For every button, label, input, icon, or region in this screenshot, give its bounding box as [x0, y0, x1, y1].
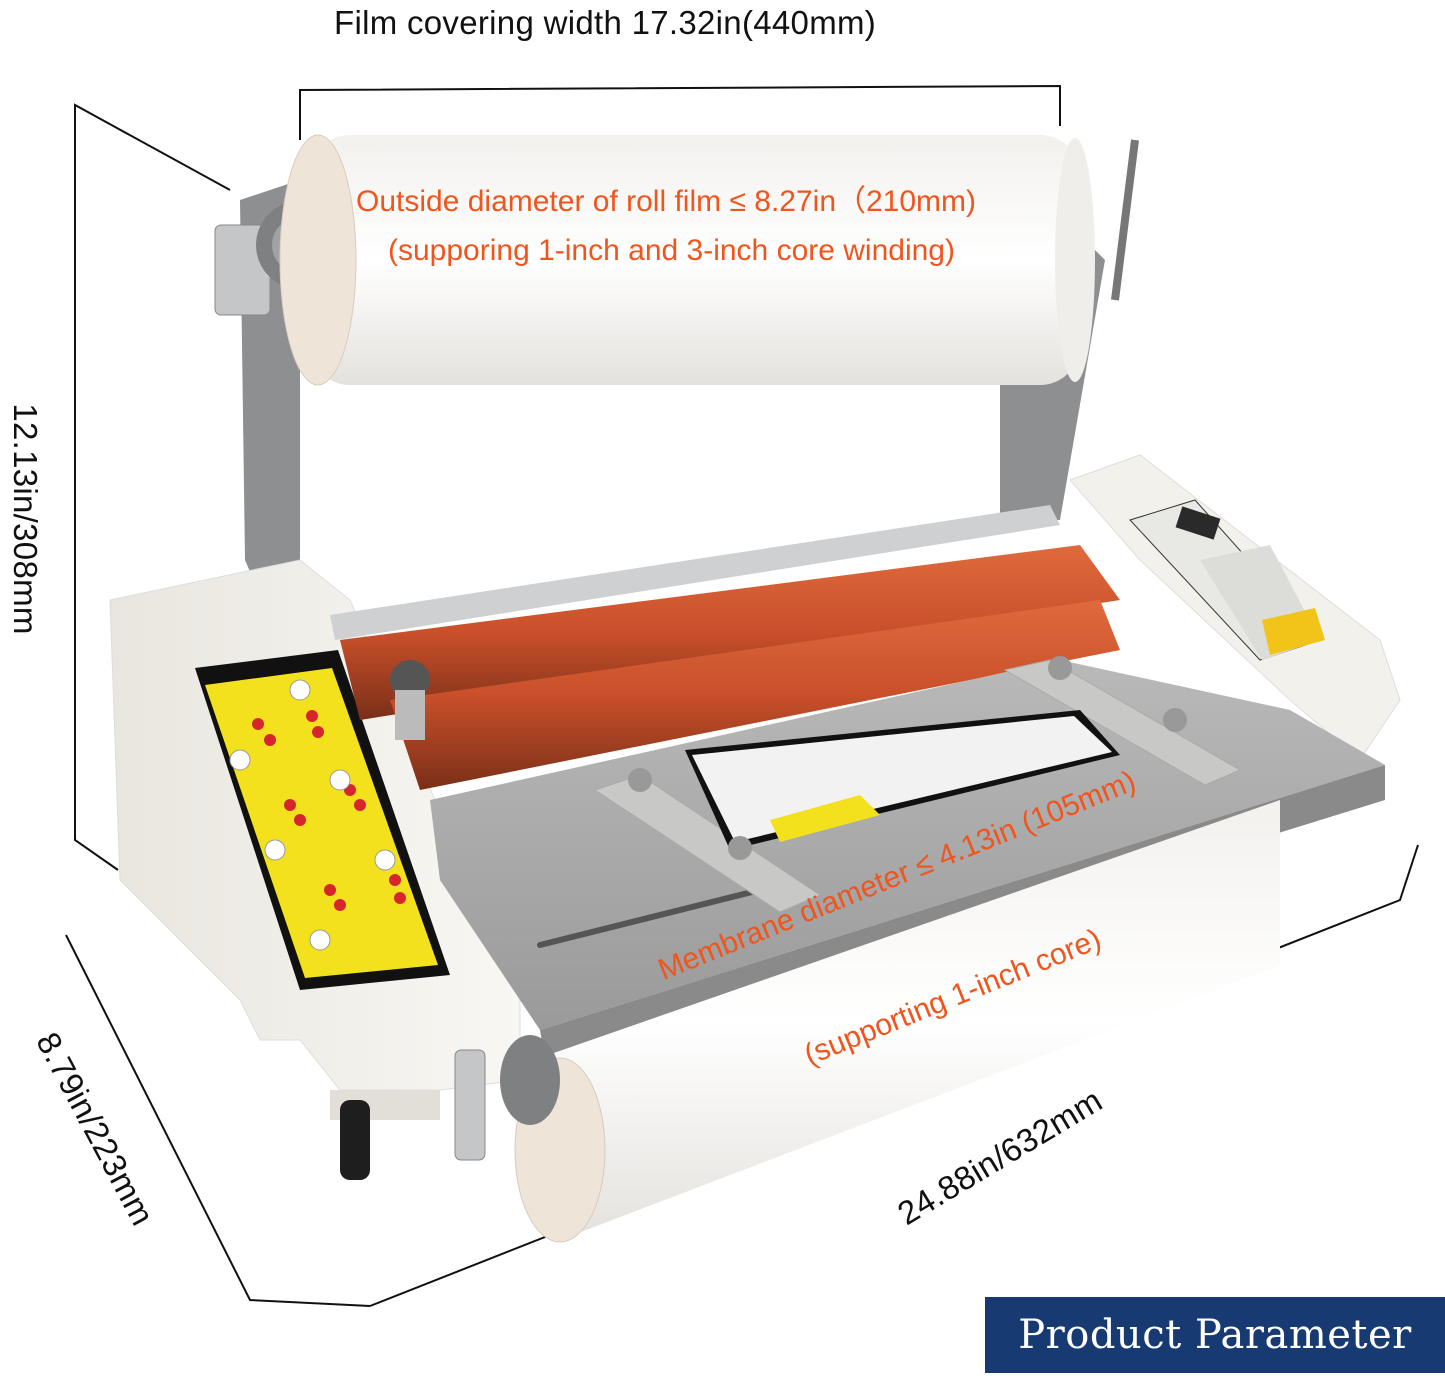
depth-dimension-line	[65, 934, 371, 1307]
film-covering-width-label: Film covering width 17.32in(440mm)	[334, 4, 877, 41]
product-parameter-badge-text: Product Parameter	[1018, 1312, 1412, 1358]
top-roll-core-note: (supporing 1-inch and 3-inch core windin…	[388, 234, 955, 267]
right-housing	[1069, 454, 1401, 761]
height-dimension-line	[74, 103, 231, 871]
height-dimension-label: 12.13in/308mm	[7, 403, 44, 635]
bottom-membrane-roll	[454, 800, 1280, 1243]
product-parameter-badge: Product Parameter	[985, 1297, 1445, 1373]
rollers	[330, 505, 1120, 790]
top-roll-diameter-note: Outside diameter of roll film ≤ 8.27in（2…	[356, 185, 977, 218]
wrap-around-sticker	[195, 650, 450, 990]
width-dimension-line	[299, 84, 1061, 140]
top-film-roll	[279, 134, 1095, 386]
